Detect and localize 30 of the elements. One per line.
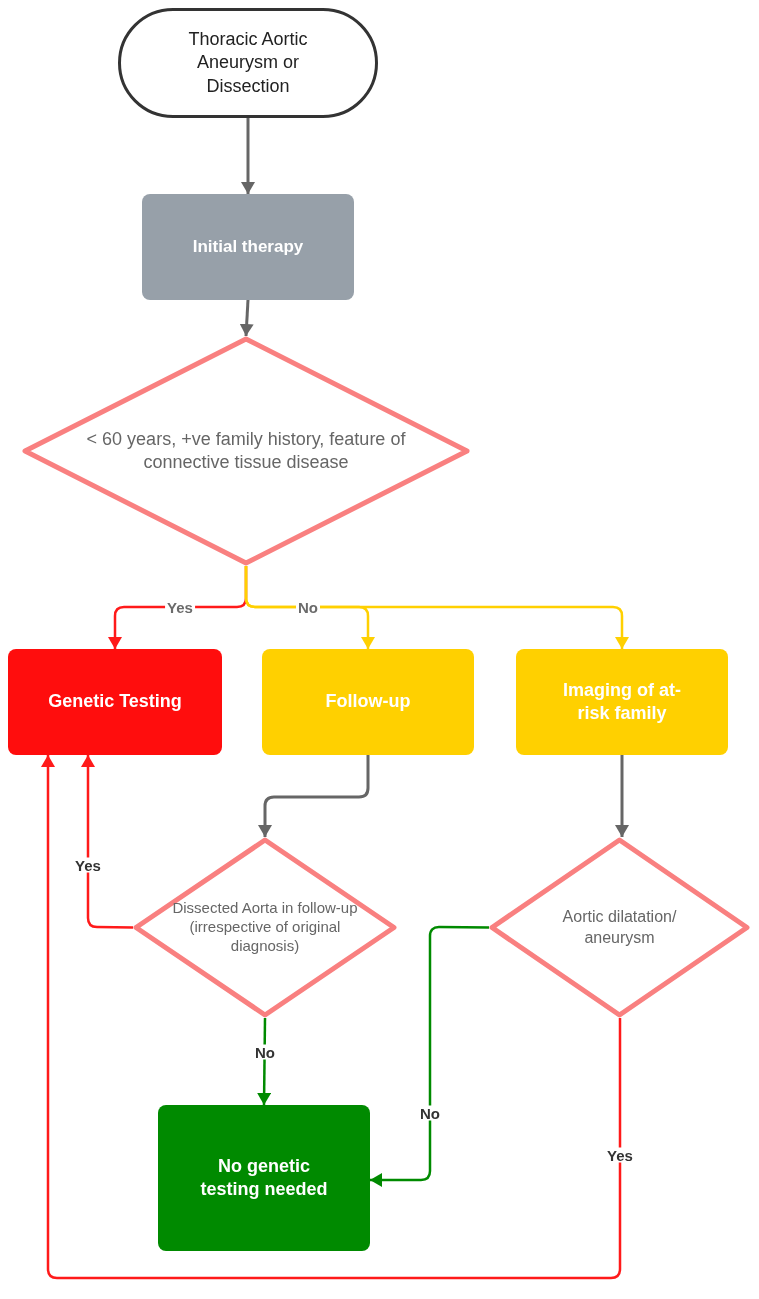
node-text: Thoracic Aortic Aneurysm or Dissection <box>187 27 309 98</box>
edge-label: No <box>253 1044 277 1060</box>
node-text: Genetic Testing <box>48 690 182 714</box>
process-box <box>8 649 222 755</box>
arrow <box>81 755 133 929</box>
node-text: No genetic testing needed <box>199 1154 329 1201</box>
node-text: Imaging of at-risk family <box>562 678 682 725</box>
decision-diamond <box>133 837 397 1018</box>
node-text: Follow-up <box>325 690 411 714</box>
arrow <box>239 299 254 337</box>
decision-diamond <box>489 837 750 1018</box>
node-text: Aortic dilatation/ aneurysm <box>561 906 678 948</box>
edge-label: Yes <box>73 857 103 873</box>
arrow <box>41 755 622 1280</box>
arrow <box>257 1018 272 1105</box>
arrow <box>244 566 629 649</box>
arrow <box>615 755 629 837</box>
arrow <box>241 118 255 194</box>
arrow <box>370 925 489 1187</box>
edge-label: Yes <box>605 1147 635 1163</box>
node-text: Initial therapy <box>192 235 304 258</box>
arrow <box>258 755 370 837</box>
decision-diamond <box>22 336 470 566</box>
node-text: Dissected Aorta in follow-up (irrespective of original diagnosis) <box>171 899 359 956</box>
process-box <box>262 649 474 755</box>
node-text: < 60 years, +ve family history, feature of connective tissue disease <box>85 427 407 474</box>
edge-label: No <box>418 1105 442 1121</box>
process-box <box>158 1105 370 1251</box>
process-box <box>516 649 728 755</box>
process-box <box>142 194 354 300</box>
